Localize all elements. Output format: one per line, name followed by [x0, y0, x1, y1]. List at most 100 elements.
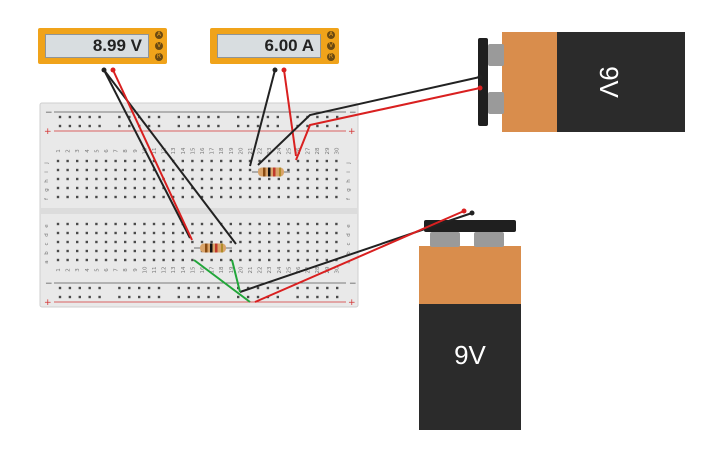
- terminal-hole[interactable]: [172, 168, 175, 172]
- terminal-hole[interactable]: [258, 249, 261, 253]
- wire-ammeter-black[interactable]: [249, 69, 276, 167]
- terminal-hole[interactable]: [325, 168, 328, 172]
- terminal-hole[interactable]: [248, 249, 252, 253]
- bottom-rail-minus-hole[interactable]: [88, 286, 91, 290]
- terminal-hole[interactable]: [306, 222, 309, 226]
- terminal-hole[interactable]: [229, 222, 232, 226]
- terminal-hole[interactable]: [268, 231, 271, 235]
- terminal-hole[interactable]: [152, 186, 156, 190]
- terminal-hole[interactable]: [210, 195, 213, 199]
- terminal-hole[interactable]: [268, 240, 271, 244]
- terminal-hole[interactable]: [181, 240, 184, 244]
- terminal-hole[interactable]: [76, 249, 79, 253]
- terminal-hole[interactable]: [191, 240, 194, 244]
- terminal-hole[interactable]: [56, 240, 60, 244]
- bottom-rail-plus-hole[interactable]: [138, 295, 141, 299]
- terminal-hole[interactable]: [287, 177, 290, 181]
- top-rail-minus-hole[interactable]: [78, 115, 81, 119]
- top-rail-plus-hole[interactable]: [316, 124, 319, 128]
- terminal-hole[interactable]: [248, 258, 252, 262]
- terminal-hole[interactable]: [306, 249, 309, 253]
- terminal-hole[interactable]: [66, 258, 69, 262]
- terminal-hole[interactable]: [114, 186, 117, 190]
- terminal-hole[interactable]: [258, 240, 261, 244]
- terminal-hole[interactable]: [268, 249, 271, 253]
- bottom-rail-plus-hole[interactable]: [98, 295, 101, 299]
- resistor-top[interactable]: [252, 167, 290, 177]
- terminal-hole[interactable]: [56, 195, 60, 199]
- terminal-hole[interactable]: [287, 222, 290, 226]
- terminal-hole[interactable]: [191, 168, 194, 172]
- ammeter-knob-r-icon[interactable]: R: [327, 53, 335, 61]
- terminal-hole[interactable]: [335, 159, 338, 163]
- terminal-hole[interactable]: [325, 231, 328, 235]
- top-rail-minus-hole[interactable]: [237, 115, 240, 119]
- terminal-hole[interactable]: [239, 168, 242, 172]
- terminal-hole[interactable]: [210, 159, 213, 163]
- terminal-hole[interactable]: [191, 258, 194, 262]
- terminal-hole[interactable]: [143, 231, 146, 235]
- terminal-hole[interactable]: [162, 240, 165, 244]
- terminal-hole[interactable]: [104, 159, 108, 163]
- terminal-hole[interactable]: [210, 177, 213, 181]
- terminal-hole[interactable]: [133, 249, 136, 253]
- terminal-hole[interactable]: [76, 186, 79, 190]
- terminal-hole[interactable]: [229, 249, 232, 253]
- terminal-hole[interactable]: [104, 231, 108, 235]
- bottom-rail-plus-hole[interactable]: [217, 295, 220, 299]
- terminal-hole[interactable]: [268, 258, 271, 262]
- terminal-hole[interactable]: [335, 177, 338, 181]
- bottom-rail-minus-hole[interactable]: [266, 286, 270, 290]
- bottom-rail-plus-hole[interactable]: [296, 295, 299, 299]
- terminal-hole[interactable]: [287, 195, 290, 199]
- top-rail-plus-hole[interactable]: [128, 124, 131, 128]
- terminal-hole[interactable]: [325, 177, 328, 181]
- terminal-hole[interactable]: [104, 186, 108, 190]
- resistor-bottom[interactable]: [194, 243, 232, 253]
- terminal-hole[interactable]: [133, 168, 136, 172]
- bottom-rail-minus-hole[interactable]: [157, 286, 161, 290]
- bottom-rail-minus-hole[interactable]: [326, 286, 329, 290]
- terminal-hole[interactable]: [316, 195, 319, 199]
- terminal-hole[interactable]: [76, 240, 79, 244]
- wire-ammeter-red[interactable]: [283, 69, 297, 157]
- terminal-hole[interactable]: [152, 240, 156, 244]
- terminal-hole[interactable]: [172, 195, 175, 199]
- terminal-hole[interactable]: [66, 159, 69, 163]
- terminal-hole[interactable]: [76, 168, 79, 172]
- terminal-hole[interactable]: [124, 222, 127, 226]
- terminal-hole[interactable]: [229, 240, 232, 244]
- terminal-hole[interactable]: [95, 222, 98, 226]
- battery-bottom[interactable]: 9V: [419, 220, 521, 430]
- bottom-rail-minus-hole[interactable]: [138, 286, 141, 290]
- terminal-hole[interactable]: [85, 177, 88, 181]
- terminal-hole[interactable]: [258, 222, 261, 226]
- terminal-hole[interactable]: [172, 222, 175, 226]
- terminal-hole[interactable]: [143, 240, 146, 244]
- terminal-hole[interactable]: [172, 177, 175, 181]
- terminal-hole[interactable]: [133, 159, 136, 163]
- terminal-hole[interactable]: [66, 168, 69, 172]
- terminal-hole[interactable]: [200, 168, 204, 172]
- terminal-hole[interactable]: [200, 231, 204, 235]
- bottom-rail-plus-hole[interactable]: [336, 295, 339, 299]
- ammeter-knob-v-icon[interactable]: V: [327, 42, 335, 50]
- terminal-hole[interactable]: [152, 159, 156, 163]
- terminal-hole[interactable]: [200, 195, 204, 199]
- terminal-hole[interactable]: [258, 231, 261, 235]
- terminal-hole[interactable]: [143, 177, 146, 181]
- terminal-hole[interactable]: [56, 231, 60, 235]
- terminal-hole[interactable]: [316, 186, 319, 190]
- terminal-hole[interactable]: [85, 222, 88, 226]
- terminal-hole[interactable]: [335, 240, 338, 244]
- terminal-hole[interactable]: [306, 231, 309, 235]
- terminal-hole[interactable]: [85, 168, 88, 172]
- terminal-hole[interactable]: [95, 231, 98, 235]
- terminal-hole[interactable]: [296, 222, 300, 226]
- terminal-hole[interactable]: [296, 177, 300, 181]
- terminal-hole[interactable]: [316, 240, 319, 244]
- top-rail-minus-hole[interactable]: [336, 115, 339, 119]
- terminal-hole[interactable]: [172, 186, 175, 190]
- wire-battery-top-black[interactable]: [257, 76, 481, 166]
- terminal-hole[interactable]: [210, 222, 213, 226]
